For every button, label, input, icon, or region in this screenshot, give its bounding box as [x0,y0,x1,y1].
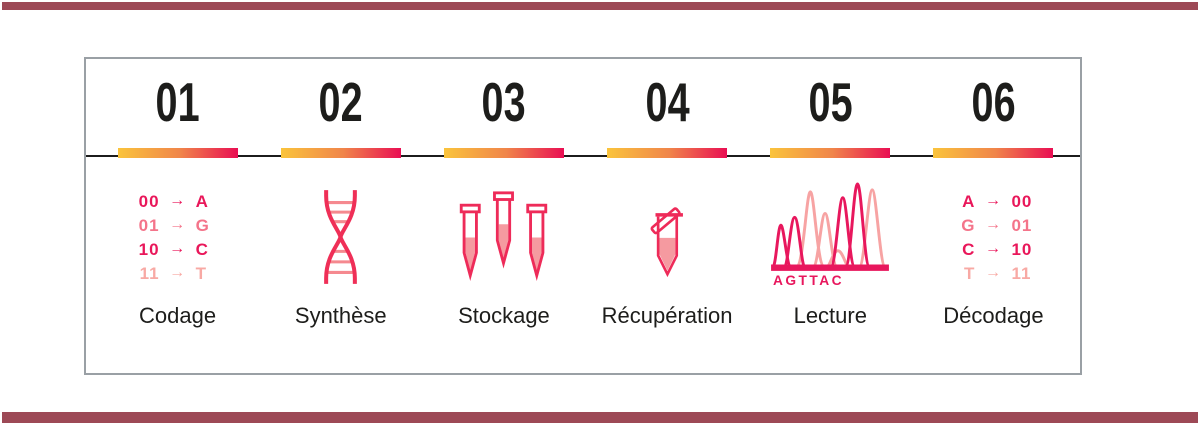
mapping-row: T → 11 [941,265,1045,282]
step-icon-area [422,177,585,297]
dna-helix-icon [324,190,358,284]
step-number: 05 [808,71,853,133]
sample-tubes-icon [460,190,548,281]
step-column-codage: 01 00 → A 01 → G 10 → [96,59,259,373]
open-tube-icon [650,207,684,278]
step-number: 06 [971,71,1016,133]
steps-row: 01 00 → A 01 → G 10 → [86,59,1080,373]
step-column-lecture: 05 AGTTA [749,59,912,373]
step-column-decodage: 06 A → 00 G → 01 C → [912,59,1075,373]
mapping-source: C [962,239,976,259]
step-icon-area: AGTTAC [749,177,912,297]
mapping-target: 11 [1011,263,1032,283]
mapping-target: 10 [1011,239,1033,259]
step-progress-segment [117,148,238,158]
step-label: Récupération [601,303,733,328]
step-progress-segment [607,148,728,158]
mapping-source: 11 [139,263,160,283]
mapping-target: 00 [1011,191,1033,211]
step-icon-area: A → 00 G → 01 C → 10 T [912,177,1075,297]
step-progress-segment [933,148,1054,158]
mapping-target: A [195,191,209,211]
step-icon-area [259,177,422,297]
mapping-target: 01 [1011,215,1033,235]
chromatogram-baseline [771,264,890,271]
base-to-binary-mapping-icon: A → 00 G → 01 C → 10 T [941,193,1045,282]
step-label: Stockage [458,303,550,328]
top-accent-bar [2,2,1198,10]
binary-to-base-mapping-icon: 00 → A 01 → G 10 → C 11 [126,193,230,282]
step-progress-segment [443,148,564,158]
arrow-right-icon: → [984,192,1002,209]
step-progress-segment [280,148,401,158]
mapping-source: 01 [138,215,160,235]
step-column-synthese: 02 Synt [259,59,422,373]
step-number: 03 [481,71,526,133]
step-icon-area: 00 → A 01 → G 10 → C 11 [96,177,259,297]
step-number: 01 [155,71,200,133]
mapping-target: C [195,239,209,259]
chromatogram-icon: AGTTAC [771,182,890,288]
step-label: Synthèse [294,303,387,328]
arrow-right-icon: → [169,240,187,257]
step-number: 02 [318,71,363,133]
mapping-source: 00 [138,191,160,211]
mapping-row: 00 → A [126,193,230,210]
mapping-target: G [195,215,210,235]
step-column-stockage: 03 Stockage [422,59,585,373]
step-label: Lecture [793,303,867,328]
step-progress-segment [770,148,891,158]
arrow-right-icon: → [169,192,187,209]
step-label: Codage [139,303,217,328]
mapping-row: 01 → G [126,217,230,234]
mapping-source: G [961,215,976,235]
mapping-source: 10 [138,239,160,259]
step-number: 04 [645,71,690,133]
step-label: Décodage [943,303,1044,328]
arrow-right-icon: → [169,216,187,233]
bottom-accent-bar [2,412,1198,423]
mapping-row: C → 10 [941,241,1045,258]
mapping-target: T [195,263,207,283]
arrow-right-icon: → [169,264,187,281]
mapping-row: 11 → T [126,265,230,282]
arrow-right-icon: → [984,240,1002,257]
mapping-source: A [962,191,976,211]
step-column-recuperation: 04 Récupération [586,59,749,373]
timeline-line [86,155,1080,157]
sequence-label: AGTTAC [773,273,844,288]
process-frame: 01 00 → A 01 → G 10 → [84,57,1082,375]
step-icon-area [586,177,749,297]
arrow-right-icon: → [984,264,1002,281]
arrow-right-icon: → [984,216,1002,233]
mapping-source: T [964,263,976,283]
mapping-row: A → 00 [941,193,1045,210]
mapping-row: 10 → C [126,241,230,258]
mapping-row: G → 01 [941,217,1045,234]
